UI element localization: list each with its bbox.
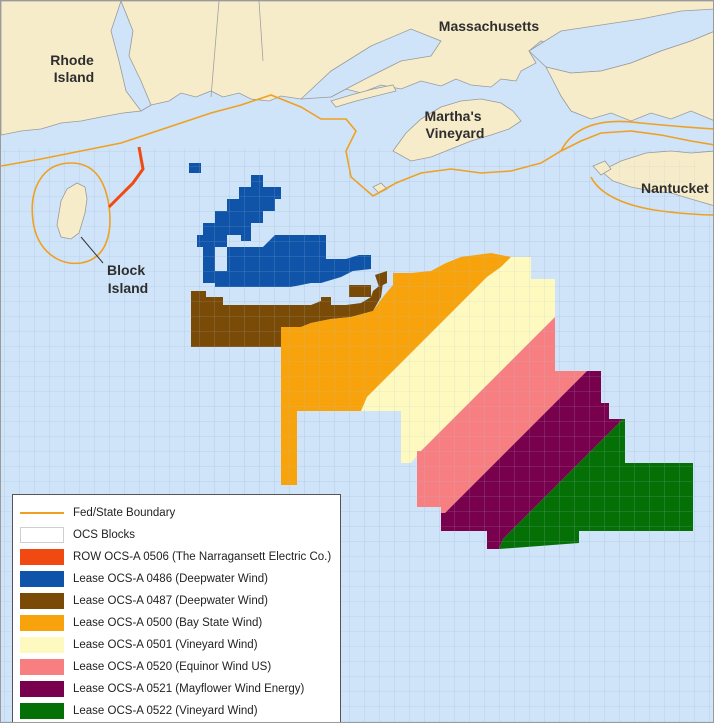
place-label-rhode-island: Rhode Island <box>50 52 97 85</box>
block-island-land <box>56 182 88 240</box>
place-label-marthas-vineyard: Martha's Vineyard <box>425 108 486 141</box>
fed-state-boundary-loop-block <box>31 162 111 265</box>
legend-swatch <box>20 637 64 653</box>
legend-label: Fed/State Boundary <box>73 507 176 519</box>
legend-swatch <box>20 703 64 719</box>
state-line-2 <box>258 1 264 62</box>
map-legend: Fed/State Boundary OCS Blocks ROW OCS-A … <box>12 494 341 722</box>
fed-state-boundary-nantucket <box>560 120 713 152</box>
place-label-massachusetts: Massachusetts <box>439 18 540 34</box>
legend-label: Lease OCS-A 0521 (Mayflower Wind Energy) <box>73 683 305 695</box>
legend-item-lease-ocs-a-0522: Lease OCS-A 0522 (Vineyard Wind) <box>13 700 340 722</box>
narragansett-bay <box>110 1 152 112</box>
legend-label: Lease OCS-A 0500 (Bay State Wind) <box>73 617 263 629</box>
legend-item-ocs-blocks: OCS Blocks <box>13 524 340 546</box>
legend-label: OCS Blocks <box>73 529 135 541</box>
legend-label: Lease OCS-A 0487 (Deepwater Wind) <box>73 595 268 607</box>
elizabeth-islands <box>330 84 397 108</box>
legend-item-lease-ocs-a-0520: Lease OCS-A 0520 (Equinor Wind US) <box>13 656 340 678</box>
legend-label: Lease OCS-A 0520 (Equinor Wind US) <box>73 661 272 673</box>
legend-swatch <box>20 681 64 697</box>
legend-swatch <box>20 593 64 609</box>
legend-item-lease-ocs-a-0500: Lease OCS-A 0500 (Bay State Wind) <box>13 612 340 634</box>
legend-item-fed-state-boundary: Fed/State Boundary <box>13 502 340 524</box>
legend-item-lease-ocs-a-0487: Lease OCS-A 0487 (Deepwater Wind) <box>13 590 340 612</box>
marthas-vineyard-island <box>392 98 522 162</box>
legend-swatch <box>20 527 64 543</box>
legend-item-row-ocs-a-0506: ROW OCS-A 0506 (The Narragansett Electri… <box>13 546 340 568</box>
legend-label: Lease OCS-A 0486 (Deepwater Wind) <box>73 573 268 585</box>
place-label-block-island: Block Island <box>107 262 149 296</box>
legend-swatch <box>20 571 64 587</box>
legend-label: Lease OCS-A 0501 (Vineyard Wind) <box>73 639 258 651</box>
legend-swatch <box>20 512 64 514</box>
block-island-leader <box>80 236 104 264</box>
legend-item-lease-ocs-a-0501: Lease OCS-A 0501 (Vineyard Wind) <box>13 634 340 656</box>
place-label-nantucket: Nantucket <box>641 180 709 196</box>
buzzards-bay <box>299 28 442 100</box>
lease-grid-overlay <box>187 161 697 556</box>
legend-item-lease-ocs-a-0486: Lease OCS-A 0486 (Deepwater Wind) <box>13 568 340 590</box>
legend-label: Lease OCS-A 0522 (Vineyard Wind) <box>73 705 258 717</box>
state-line <box>210 1 220 98</box>
cape-cod <box>545 31 713 122</box>
legend-label: ROW OCS-A 0506 (The Narragansett Electri… <box>73 551 332 563</box>
row-ocs-a-0506-cable <box>107 146 145 209</box>
legend-swatch <box>20 549 64 565</box>
legend-swatch <box>20 615 64 631</box>
legend-swatch <box>20 659 64 675</box>
legend-item-lease-ocs-a-0521: Lease OCS-A 0521 (Mayflower Wind Energy) <box>13 678 340 700</box>
